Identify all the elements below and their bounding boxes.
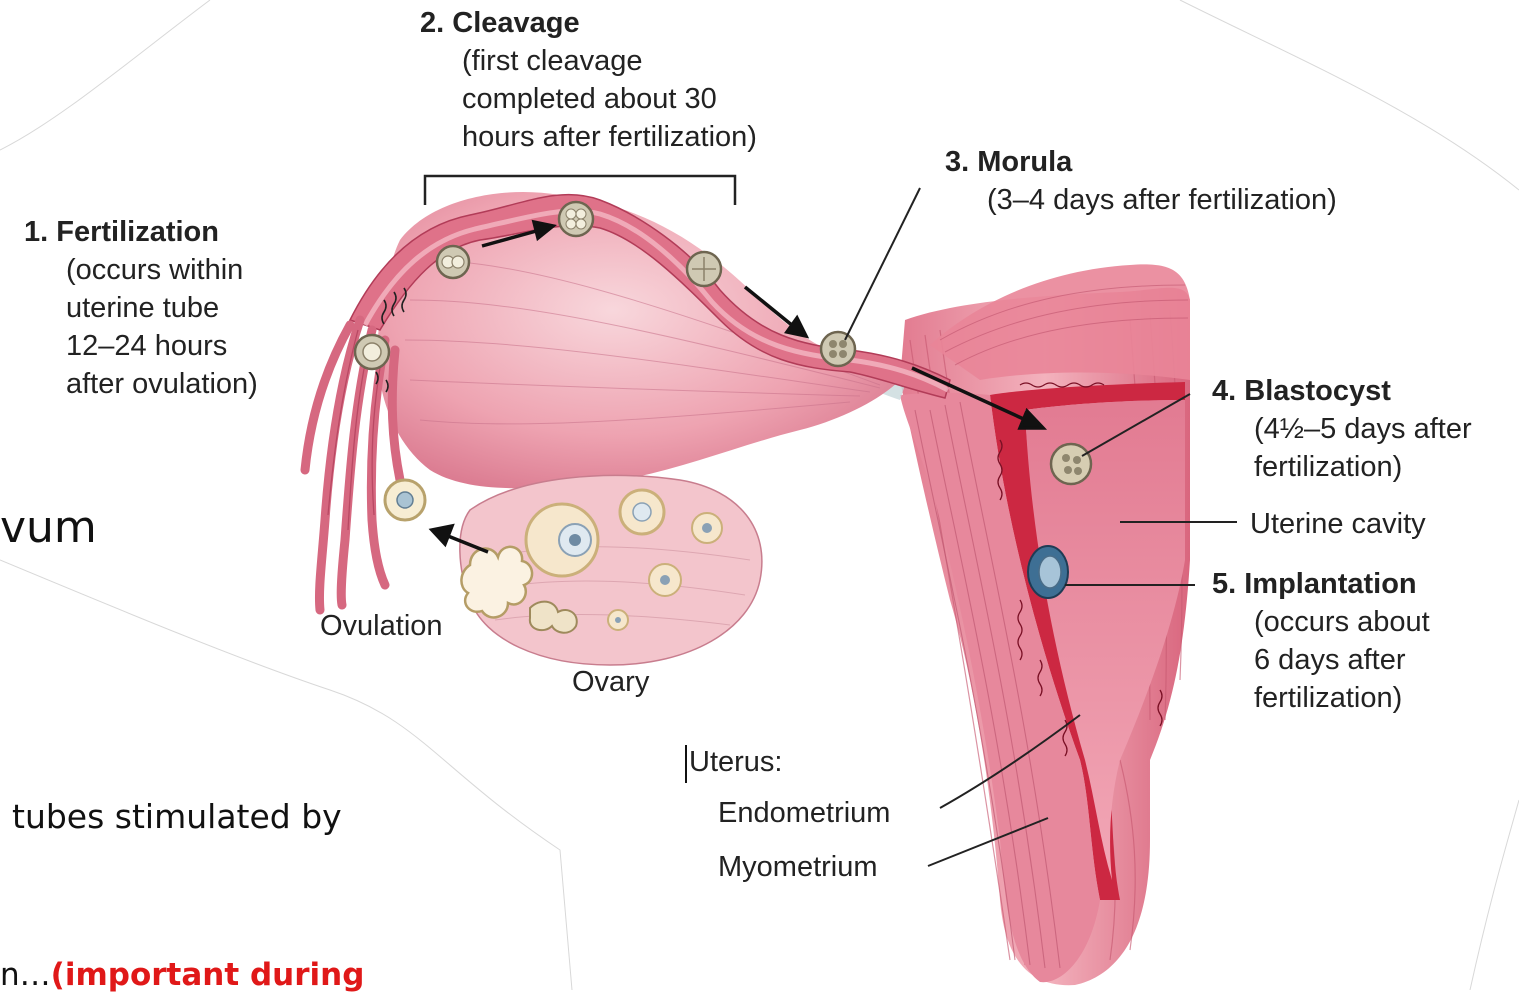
slide-text-important: (important during <box>51 957 365 993</box>
stage-cleavage-label: 2. Cleavage (first cleavage completed ab… <box>420 4 757 156</box>
stage-number: 5. <box>1212 568 1236 600</box>
released-ovum <box>385 480 425 520</box>
stage-detail-line: fertilization) <box>1212 679 1430 717</box>
stage-implantation-label: 5. Implantation (occurs about 6 days aft… <box>1212 565 1430 717</box>
stage-detail-line: (occurs about <box>1212 603 1430 641</box>
four-cell-embryo <box>559 202 593 236</box>
stage-detail-line: 12–24 hours <box>24 327 258 365</box>
slide-text-fragment-tubes: tubes stimulated by <box>12 795 342 839</box>
stage-detail-line: (first cleavage <box>420 42 757 80</box>
stage-detail-line: (occurs within <box>24 251 258 289</box>
stage-number: 2. <box>420 7 444 39</box>
stage-detail-line: 6 days after <box>1212 641 1430 679</box>
stage-detail-line: hours after fertilization) <box>420 118 757 156</box>
stage-detail-line: fertilization) <box>1212 448 1472 486</box>
implanted-embryo <box>1028 546 1068 598</box>
two-cell-embryo <box>437 246 469 278</box>
morula-cell <box>821 332 855 366</box>
slide-text-fragment-bottom: n…(important during <box>0 955 364 995</box>
stage-title: Fertilization <box>56 216 219 248</box>
stage-number: 3. <box>945 146 969 178</box>
stage-detail-line: (3–4 days after fertilization) <box>945 181 1337 219</box>
endometrium-label: Endometrium <box>718 794 890 832</box>
slide-text-fragment-vum: vum <box>0 500 97 556</box>
blastocyst-cell <box>1051 444 1091 484</box>
stage-number: 1. <box>24 216 48 248</box>
ovulation-label: Ovulation <box>320 607 443 645</box>
text-cursor <box>685 745 687 783</box>
stage-fertilization-label: 1. Fertilization (occurs within uterine … <box>24 213 258 403</box>
morula-leader <box>845 188 920 340</box>
stage-title: Cleavage <box>452 7 579 39</box>
stage-detail-line: completed about 30 <box>420 80 757 118</box>
stage-title: Blastocyst <box>1244 375 1391 407</box>
stage-number: 4. <box>1212 375 1236 407</box>
uterine-cavity-label: Uterine cavity <box>1250 505 1426 543</box>
stage-detail-line: after ovulation) <box>24 365 258 403</box>
stage-detail-line: (4½–5 days after <box>1212 410 1472 448</box>
stage-morula-label: 3. Morula (3–4 days after fertilization) <box>945 143 1337 219</box>
stage-blastocyst-label: 4. Blastocyst (4½–5 days after fertiliza… <box>1212 372 1472 486</box>
stage-detail-line: uterine tube <box>24 289 258 327</box>
uterine-fundus <box>930 264 1190 380</box>
slide-shape-line <box>0 0 210 150</box>
myometrium-label: Myometrium <box>718 848 878 886</box>
zygote-cell <box>355 335 389 369</box>
stage-title: Morula <box>977 146 1072 178</box>
ovary-label: Ovary <box>572 663 649 701</box>
stage-title: Implantation <box>1244 568 1416 600</box>
eight-cell-embryo <box>687 252 721 286</box>
uterus-label: Uterus: <box>689 743 782 781</box>
slide-shape-line <box>1470 800 1519 990</box>
slide-text-ellipsis: n… <box>0 957 51 993</box>
